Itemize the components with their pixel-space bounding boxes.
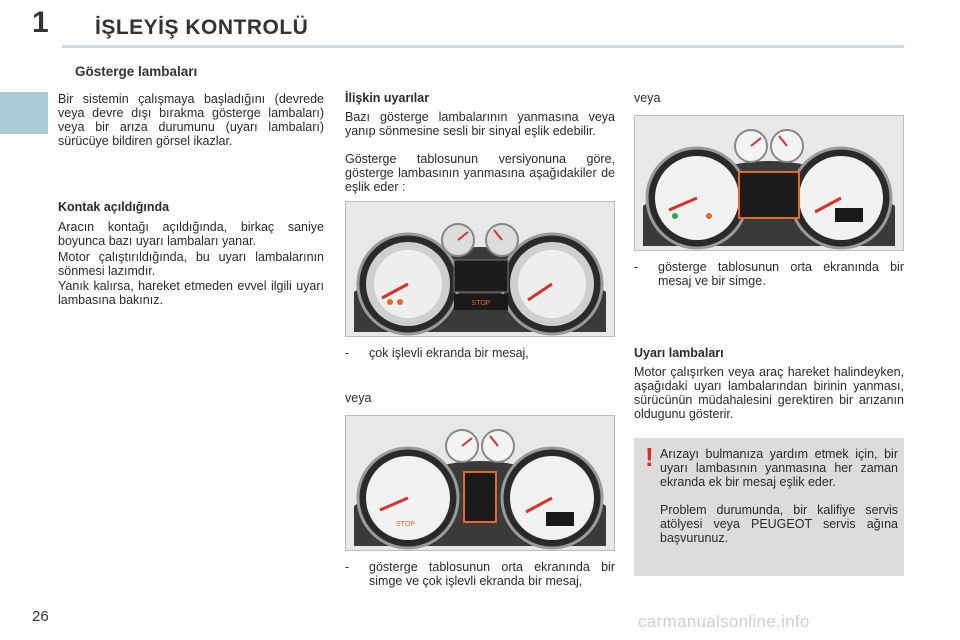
intro-paragraph: Bir sistemin çalışmaya başladığını (devr… <box>58 92 324 148</box>
related-paragraph-1: Bazı gösterge lambalarının yanmasına vey… <box>345 110 615 138</box>
ignition-paragraph-1: Aracın kontağı açıldığında, birkaç saniy… <box>58 220 324 248</box>
ignition-heading: Kontak açıldığında <box>58 200 170 214</box>
warning-exclamation-icon: ! <box>645 442 654 472</box>
dashboard-image-multifunction: STOP <box>345 201 615 337</box>
chapter-number: 1 <box>32 6 49 39</box>
caption-2: - gösterge tablosunun orta ekranında bir… <box>345 560 615 588</box>
related-heading: İlişkin uyarılar <box>345 91 430 105</box>
caption-dash: - <box>345 560 350 574</box>
caption-dash: - <box>634 260 639 274</box>
warning-lamps-heading: Uyarı lambaları <box>634 346 724 360</box>
section-title: Gösterge lambaları <box>75 64 198 79</box>
dashboard-image-central: STOP <box>345 415 615 551</box>
caption-1: - çok işlevli ekranda bir mesaj, <box>345 346 615 360</box>
or-word-2: veya <box>634 91 661 105</box>
dashboard-image-central-icon <box>634 115 904 251</box>
instrument-cluster-3 <box>635 116 903 250</box>
stop-label: STOP <box>472 300 491 307</box>
page-number: 26 <box>32 608 49 625</box>
caption-1-text: çok işlevli ekranda bir mesaj, <box>369 346 529 360</box>
watermark: carmanualsonline.info <box>638 612 810 631</box>
page-title: İŞLEYİŞ KONTROLÜ <box>95 16 309 39</box>
note-box <box>634 438 904 576</box>
caption-3-text: gösterge tablosunun orta ekranında bir m… <box>658 260 904 288</box>
stop-label-2: STOP <box>396 521 415 528</box>
or-word-1: veya <box>345 391 372 405</box>
note-paragraph-1: Arızayı bulmanıza yardım etmek için, bir… <box>660 447 898 489</box>
caption-3: - gösterge tablosunun orta ekranında bir… <box>634 260 904 288</box>
header-divider <box>62 45 904 48</box>
chapter-side-tab <box>0 92 48 134</box>
caption-dash: - <box>345 346 350 360</box>
caption-2-text: gösterge tablosunun orta ekranında bir s… <box>369 560 615 588</box>
ignition-paragraph-2: Motor çalıştırıldığında, bu uyarı lambal… <box>58 250 324 278</box>
ignition-paragraph-3: Yanık kalırsa, hareket etmeden evvel ilg… <box>58 279 324 307</box>
instrument-cluster-1: STOP <box>346 202 614 336</box>
related-paragraph-2: Gösterge tablosunun versiyonuna göre, gö… <box>345 152 615 194</box>
note-paragraph-2: Problem durumunda, bir kalifiye servis a… <box>660 503 898 545</box>
instrument-cluster-2: STOP <box>346 416 614 550</box>
warning-lamps-paragraph: Motor çalışırken veya araç hareket halin… <box>634 365 904 421</box>
